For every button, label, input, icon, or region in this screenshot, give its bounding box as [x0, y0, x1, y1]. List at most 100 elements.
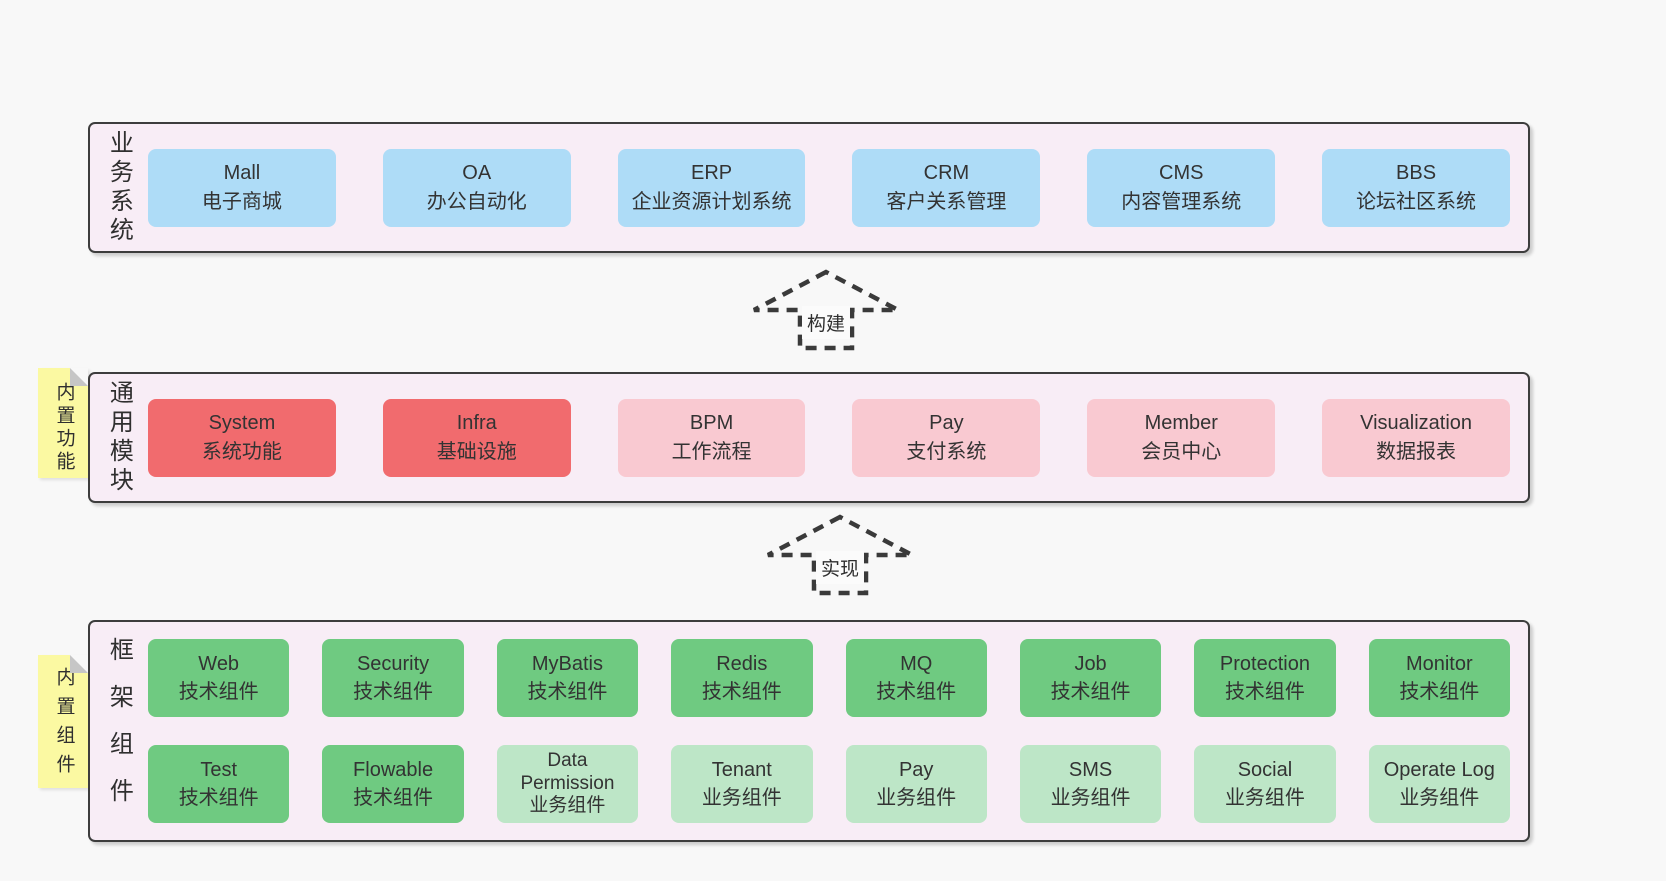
- box-title: OA: [462, 162, 492, 185]
- dashed-up-arrow-implement: 实现: [762, 513, 918, 597]
- box-title: Pay: [929, 412, 964, 435]
- box-title: Monitor: [1405, 652, 1473, 675]
- box-subtitle: 电子商城: [201, 190, 282, 213]
- box-subtitle: 内容管理系统: [1121, 190, 1242, 213]
- box-subtitle: 技术组件: [353, 681, 434, 703]
- box-subtitle: 企业资源计划系统: [631, 190, 792, 213]
- arrow-label: 构建: [801, 306, 851, 339]
- box-subtitle: 论坛社区系统: [1356, 190, 1477, 213]
- box-title: Redis: [716, 652, 768, 675]
- up-arrow-icon: [752, 269, 900, 351]
- box-title: Social: [1237, 758, 1293, 781]
- box-sms: SMS 业务组件: [1019, 745, 1162, 823]
- box-pay-component: Pay 业务组件: [845, 745, 987, 823]
- box-monitor: Monitor 技术组件: [1368, 639, 1510, 717]
- box-subtitle: 客户关系管理: [886, 190, 1007, 213]
- box-infra: Infra 基础设施: [382, 398, 571, 477]
- box-social: Social 业务组件: [1194, 745, 1336, 823]
- box-redis: Redis 技术组件: [671, 639, 813, 717]
- box-subtitle: 办公自动化: [426, 190, 527, 213]
- up-arrow-icon: [766, 514, 914, 596]
- box-subtitle: 技术组件: [876, 681, 957, 703]
- box-title: ERP: [691, 162, 733, 185]
- box-pay-module: Pay 支付系统: [852, 398, 1041, 477]
- box-title: Operate Log: [1383, 758, 1495, 781]
- folded-corner-icon: [70, 368, 88, 386]
- box-subtitle: 技术组件: [178, 681, 259, 703]
- box-subtitle: 技术组件: [1050, 681, 1131, 703]
- box-title: System: [208, 412, 276, 435]
- sticky-note-text: 内置组件: [53, 666, 75, 783]
- section-label: 框架组件: [105, 637, 133, 825]
- box-title: Tenant: [711, 758, 772, 781]
- dashed-up-arrow-build: 构建: [748, 268, 904, 352]
- box-title: SMS: [1068, 758, 1113, 781]
- box-title: MQ: [900, 652, 933, 675]
- box-crm: CRM 客户关系管理: [852, 148, 1041, 227]
- box-title: MyBatis: [531, 652, 603, 675]
- box-subtitle: 技术组件: [353, 787, 434, 809]
- section-label: 通用模块: [105, 379, 133, 496]
- box-subtitle: 业务组件: [1050, 787, 1131, 809]
- folded-corner-icon: [70, 655, 88, 673]
- box-title: BPM: [689, 412, 734, 435]
- section-business-systems: 业务系统 Mall 电子商城 OA 办公自动化 ERP 企业资源计划系统 CRM…: [88, 122, 1530, 253]
- box-mybatis: MyBatis 技术组件: [496, 639, 639, 717]
- section-label: 业务系统: [105, 129, 133, 246]
- box-title: Test: [200, 758, 238, 781]
- box-subtitle: 业务组件: [1399, 787, 1480, 809]
- box-subtitle: 技术组件: [1224, 681, 1305, 703]
- sticky-note-text: 内置功能: [53, 382, 75, 474]
- box-test: Test 技术组件: [148, 745, 290, 823]
- box-subtitle: 会员中心: [1141, 440, 1222, 463]
- box-subtitle: 技术组件: [527, 681, 608, 703]
- box-bbs: BBS 论坛社区系统: [1322, 148, 1510, 227]
- box-web: Web 技术组件: [148, 639, 290, 717]
- box-subtitle: 技术组件: [1399, 681, 1480, 703]
- box-title: CMS: [1159, 162, 1204, 185]
- box-protection: Protection 技术组件: [1194, 639, 1336, 717]
- box-title: Pay: [898, 758, 934, 781]
- box-member: Member 会员中心: [1087, 398, 1276, 477]
- box-security: Security 技术组件: [322, 639, 464, 717]
- box-title: Job: [1074, 652, 1107, 675]
- arrow-label: 实现: [815, 551, 865, 584]
- box-title: Member: [1144, 412, 1218, 435]
- box-title: Security: [356, 652, 430, 675]
- box-mq: MQ 技术组件: [845, 639, 987, 717]
- box-mall: Mall 电子商城: [148, 148, 336, 227]
- box-flowable: Flowable 技术组件: [322, 745, 464, 823]
- box-subtitle: 业务组件: [701, 787, 782, 809]
- box-subtitle: 技术组件: [178, 787, 259, 809]
- sticky-note-built-in-features: 内置功能: [38, 368, 88, 478]
- box-subtitle: 支付系统: [906, 440, 987, 463]
- box-title: Infra: [456, 412, 497, 435]
- box-subtitle: 技术组件: [701, 681, 782, 703]
- box-visualization: Visualization 数据报表: [1322, 398, 1510, 477]
- box-system: System 系统功能: [148, 398, 336, 477]
- box-data-permission: Data Permission 业务组件: [496, 745, 639, 823]
- box-tenant: Tenant 业务组件: [671, 745, 813, 823]
- box-subtitle: 数据报表: [1376, 440, 1457, 463]
- box-operate-log: Operate Log 业务组件: [1368, 745, 1510, 823]
- box-title: Visualization: [1360, 412, 1473, 435]
- box-subtitle: 业务组件: [1224, 787, 1305, 809]
- section-framework-components: 框架组件 Web 技术组件 Security 技术组件 MyBatis 技术组件…: [88, 620, 1530, 842]
- box-subtitle: 业务组件: [529, 795, 606, 817]
- box-title: Mall: [223, 162, 261, 185]
- box-erp: ERP 企业资源计划系统: [617, 148, 806, 227]
- box-title: Flowable: [353, 758, 434, 781]
- box-title: CRM: [923, 162, 970, 185]
- box-title: Web: [198, 652, 240, 675]
- box-oa: OA 办公自动化: [382, 148, 571, 227]
- sticky-note-built-in-components: 内置组件: [38, 655, 88, 788]
- box-subtitle: 工作流程: [671, 440, 752, 463]
- section-common-modules: 通用模块 System 系统功能 Infra 基础设施 BPM 工作流程 Pay…: [88, 372, 1530, 503]
- box-bpm: BPM 工作流程: [617, 398, 806, 477]
- box-job: Job 技术组件: [1019, 639, 1162, 717]
- box-title: Data Permission: [520, 749, 615, 794]
- box-subtitle: 基础设施: [436, 440, 517, 463]
- box-cms: CMS 内容管理系统: [1087, 148, 1276, 227]
- box-subtitle: 业务组件: [876, 787, 957, 809]
- box-subtitle: 系统功能: [201, 440, 282, 463]
